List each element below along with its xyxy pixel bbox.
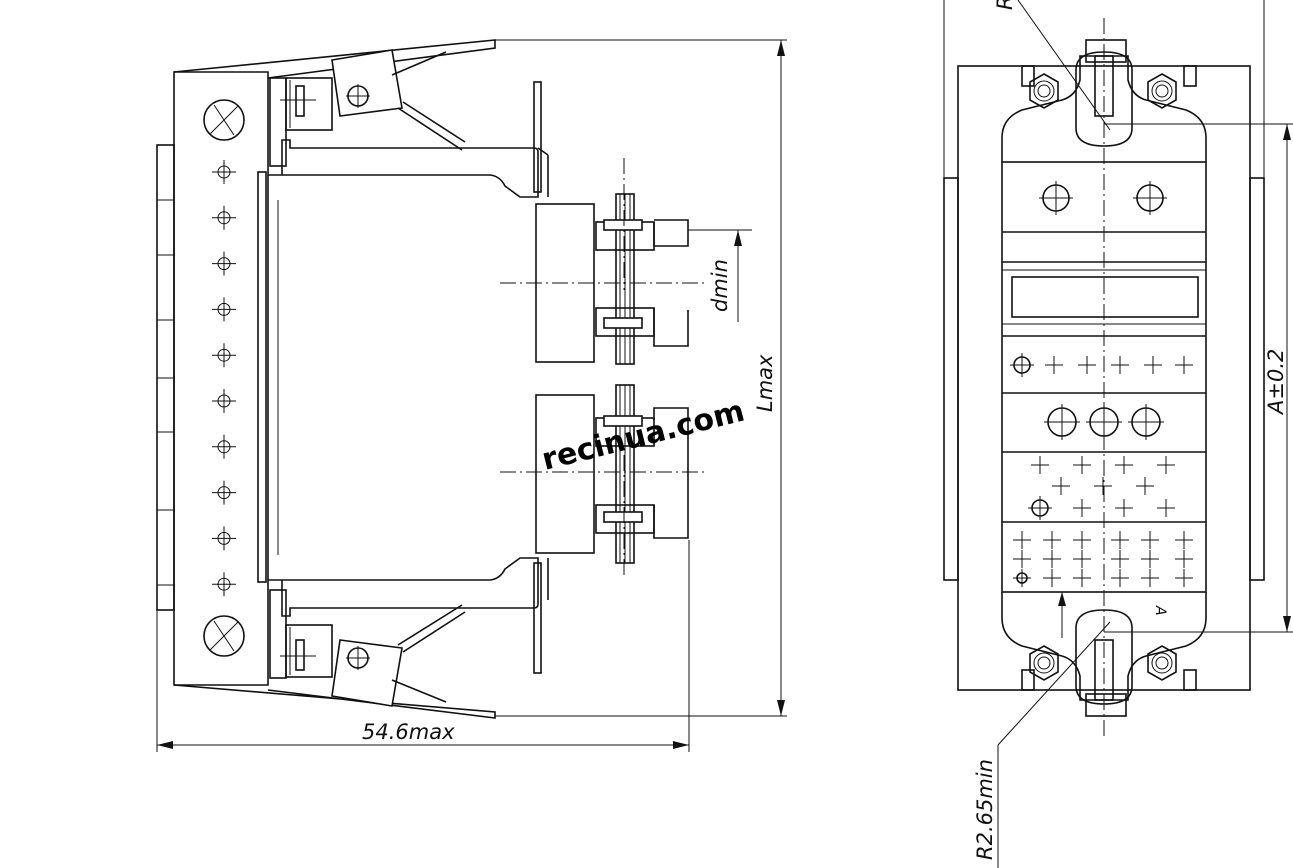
offset-dimension-label: A±0.2 [1264,349,1288,416]
contact-holes [1010,181,1193,587]
power-contact-icon [1133,181,1167,215]
contact-position-icon [1043,531,1061,549]
side-view: dmin Lmax 54.6max [156,39,787,752]
contact-group [595,158,689,365]
power-contact-icon [1039,181,1073,215]
contact-position-icon [1052,477,1070,495]
pin-icon [212,389,236,413]
contact-position-icon [1013,531,1031,549]
pin-icon [212,205,236,230]
hex-nut-icon [1147,73,1177,109]
contact-position-icon [1073,499,1091,517]
contact-position-icon [1144,356,1162,374]
contact-position-icon [1141,569,1159,587]
hex-nut-icon [1147,645,1177,681]
contact-position-icon [1073,569,1091,587]
contact-icon [1044,404,1080,440]
contact-position-icon [1031,456,1049,474]
contact-position-icon [1111,356,1129,374]
mounting-screw-icon [203,615,245,657]
contact-position-icon [1141,531,1159,549]
pin-icon [212,160,236,184]
hex-nut-icon [1029,645,1059,681]
contact-icon [1013,569,1031,587]
watermark: recinua.com [538,394,748,478]
top-radius-label: R [993,0,1017,10]
pitch-dimension-label: dmin [708,259,732,312]
contact-position-icon [1045,356,1063,374]
contact-position-icon [1073,456,1091,474]
contact-position-icon [1136,477,1154,495]
pin-icon [212,572,236,597]
pin-icon [212,480,236,505]
width-dimension-label: 54.6max [362,720,455,744]
contact-position-icon [1141,550,1159,568]
contact-position-icon [1094,477,1112,495]
contact-position-icon [1111,531,1129,549]
contact-position-icon [1013,550,1031,568]
pin-column [212,160,236,597]
contact-group [595,384,689,578]
contact-icon [1086,404,1122,440]
contact-position-icon [1175,569,1193,587]
contact-position-icon [1073,531,1091,549]
length-dimension-label: Lmax [753,354,777,412]
marker-label: A [1152,605,1168,616]
contact-position-icon [1115,499,1133,517]
pin-icon [212,343,236,368]
pin-icon [212,526,236,551]
contact-position-icon [1157,499,1175,517]
contact-position-icon [1043,569,1061,587]
pin-icon [212,251,236,276]
contact-position-icon [1175,356,1193,374]
contact-position-icon [1111,569,1129,587]
contact-icon [1128,404,1164,440]
contact-icon [1010,353,1034,377]
contact-icon [1028,496,1052,520]
radius-dimension-label: R2.65min [973,759,997,860]
contact-position-icon [1078,356,1096,374]
contact-position-icon [1043,550,1061,568]
pin-icon [212,297,236,322]
hex-nut-icon [1029,73,1059,109]
front-view: A A±0.2 R R2.65min [943,0,1293,868]
contact-position-icon [1073,550,1091,568]
contact-position-icon [1115,456,1133,474]
contact-position-icon [1175,550,1193,568]
mounting-screw-icon [203,99,245,141]
contact-position-icon [1111,550,1129,568]
pin-icon [212,434,236,459]
contact-position-icon [1157,456,1175,474]
contact-position-icon [1175,531,1193,549]
